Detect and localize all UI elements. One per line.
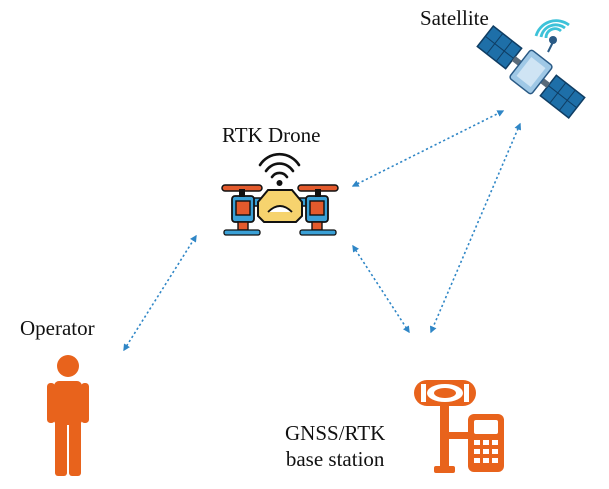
- drone-label: RTK Drone: [222, 123, 321, 147]
- link-satellite-base-station: [429, 122, 522, 334]
- link-operator-drone: [123, 234, 197, 352]
- base-station-label-line1: GNSS/RTK: [285, 421, 386, 445]
- base-station-label: GNSS/RTK base station: [285, 420, 385, 473]
- gnss-base-station-icon: [414, 380, 504, 473]
- wifi-icon: [258, 152, 301, 179]
- satellite-icon: [476, 19, 586, 120]
- base-station-label-line2: base station: [285, 447, 385, 472]
- link-drone-satellite: [351, 110, 505, 187]
- operator-label: Operator: [20, 316, 95, 340]
- links: [123, 110, 522, 352]
- link-drone-base-station: [352, 244, 410, 334]
- satellite-label: Satellite: [420, 6, 489, 30]
- drone-icon: [221, 152, 339, 236]
- person-icon: [47, 355, 89, 476]
